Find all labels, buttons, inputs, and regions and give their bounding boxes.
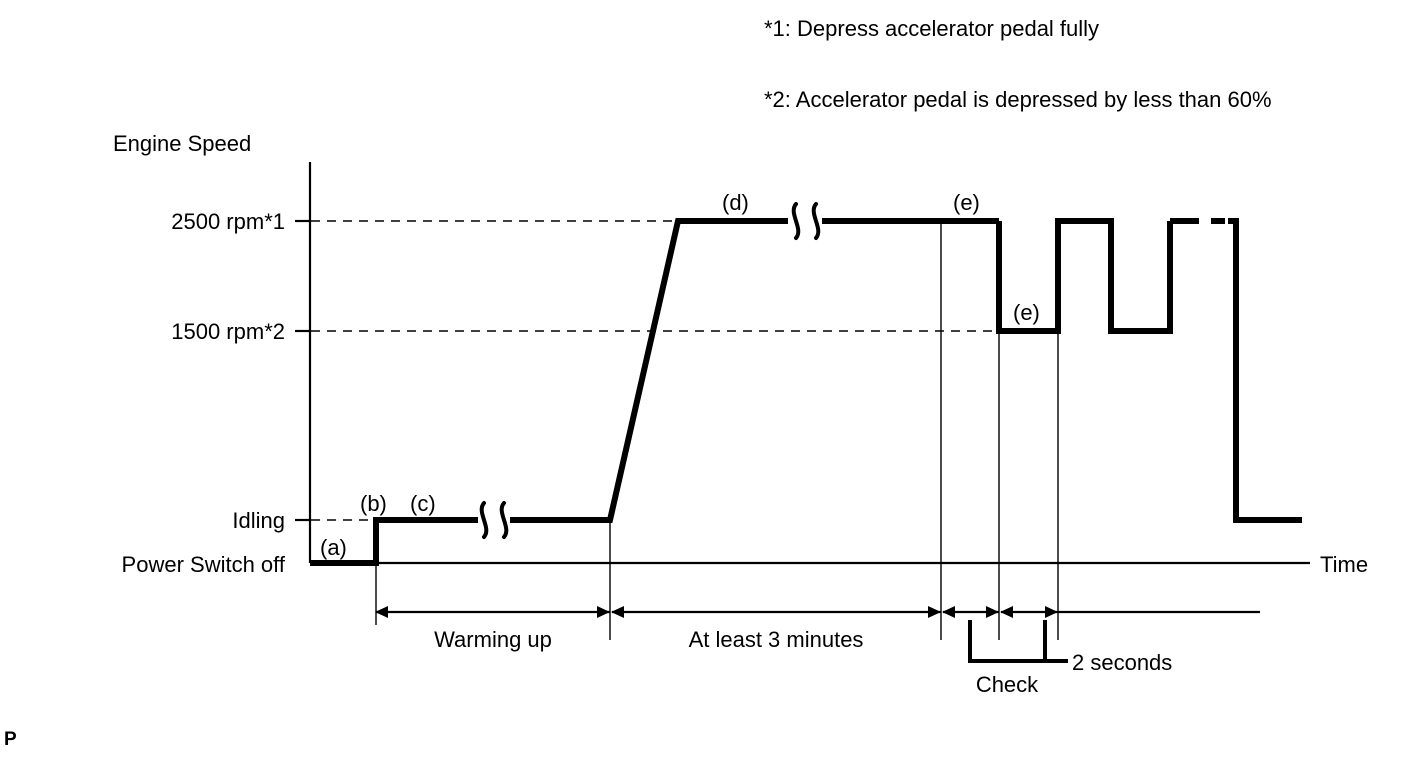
page-mark: P: [4, 729, 17, 750]
x-axis-label: Time: [1320, 552, 1368, 577]
point-label-b: (b): [360, 491, 387, 516]
trace-segment-check-window: [996, 218, 1173, 334]
point-label-d: (d): [722, 190, 749, 215]
trace-segment-start-to-plateau: [310, 218, 999, 566]
interval-label-warming-up: Warming up: [434, 627, 552, 652]
break-symbol-idling: [479, 501, 509, 539]
y-tick-label-power-switch-off: Power Switch off: [122, 552, 286, 577]
interval-label-two-seconds: 2 seconds: [1072, 650, 1172, 675]
point-label-e-upper: (e): [953, 190, 980, 215]
y-tick-label-2500: 2500 rpm*1: [171, 209, 285, 234]
point-label-c: (c): [410, 491, 436, 516]
break-symbol-2500: [791, 202, 821, 240]
y-tick-label-idling: Idling: [232, 508, 285, 533]
point-label-a: (a): [320, 535, 347, 560]
trace-segment-final-solid: [1170, 218, 1302, 523]
footnote-1: *1: Depress accelerator pedal fully: [764, 16, 1099, 41]
check-bracket: [968, 620, 1047, 663]
point-label-e-lower: (e): [1013, 300, 1040, 325]
interval-label-check: Check: [976, 672, 1039, 697]
y-axis-label: Engine Speed: [113, 131, 251, 156]
y-tick-label-1500: 1500 rpm*2: [171, 319, 285, 344]
interval-label-three-minutes: At least 3 minutes: [689, 627, 864, 652]
footnote-2: *2: Accelerator pedal is depressed by le…: [764, 87, 1272, 112]
